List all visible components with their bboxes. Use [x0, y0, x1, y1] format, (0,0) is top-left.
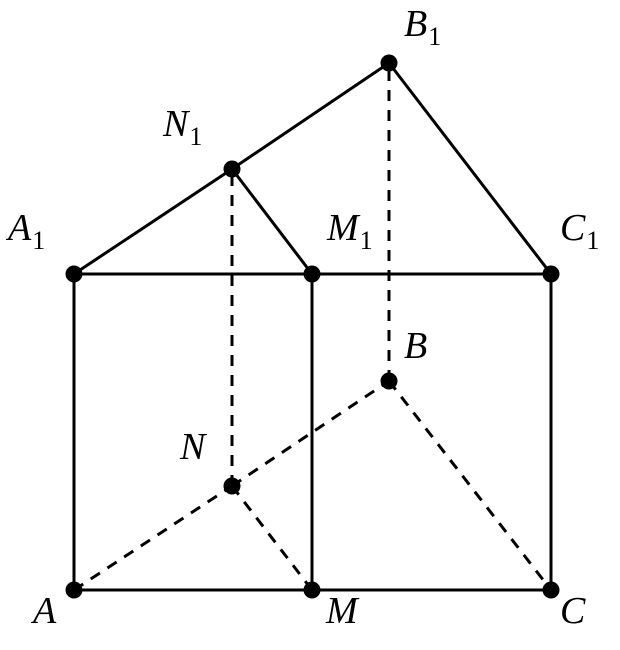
edge-hidden-a-n	[73, 484, 233, 592]
vertices-layer	[65, 54, 560, 599]
edge-top-n1-b1	[230, 61, 391, 171]
label-subscript: 1	[428, 22, 442, 51]
edges-layer	[72, 61, 553, 592]
vertex-dot-c	[542, 581, 560, 599]
label-letter: C	[560, 207, 586, 249]
edge-top-n1-m1	[230, 167, 314, 276]
label-letter: B	[404, 3, 428, 45]
vertex-dot-n	[223, 477, 241, 495]
edge-top-a1-n1	[72, 167, 234, 276]
vertex-dot-c1	[542, 265, 560, 283]
label-subscript: 1	[586, 226, 600, 255]
label-letter: N	[180, 426, 206, 468]
vertex-label-m1: M1	[327, 207, 373, 254]
vertex-label-m: M	[326, 592, 358, 630]
label-letter: N	[163, 103, 189, 145]
vertex-dot-m	[303, 581, 321, 599]
label-letter: M	[326, 590, 358, 632]
vertex-dot-b	[380, 372, 398, 390]
vertex-label-a1: A1	[8, 207, 45, 254]
vertex-dot-a1	[65, 265, 83, 283]
label-letter: A	[8, 207, 32, 249]
edge-top-b1-c1	[387, 61, 553, 276]
label-letter: M	[327, 207, 359, 249]
vertex-label-b1: B1	[404, 3, 441, 50]
vertex-label-a: A	[33, 592, 56, 630]
label-subscript: 1	[32, 226, 46, 255]
label-letter: C	[560, 590, 586, 632]
vertex-dot-b1	[380, 54, 398, 72]
vertex-label-c1: C1	[560, 207, 599, 254]
vertex-label-n1: N1	[163, 103, 202, 150]
vertex-label-b: B	[404, 327, 427, 365]
vertex-label-c: C	[560, 592, 585, 630]
vertex-label-n: N	[180, 428, 205, 466]
vertex-dot-a	[65, 581, 83, 599]
label-letter: B	[404, 325, 428, 367]
label-letter: A	[33, 590, 57, 632]
label-subscript: 1	[189, 122, 203, 151]
label-subscript: 1	[359, 226, 373, 255]
vertex-dot-m1	[303, 265, 321, 283]
vertex-dot-n1	[223, 160, 241, 178]
edge-hidden-n-m	[230, 485, 314, 591]
edge-hidden-b-c	[387, 380, 553, 591]
